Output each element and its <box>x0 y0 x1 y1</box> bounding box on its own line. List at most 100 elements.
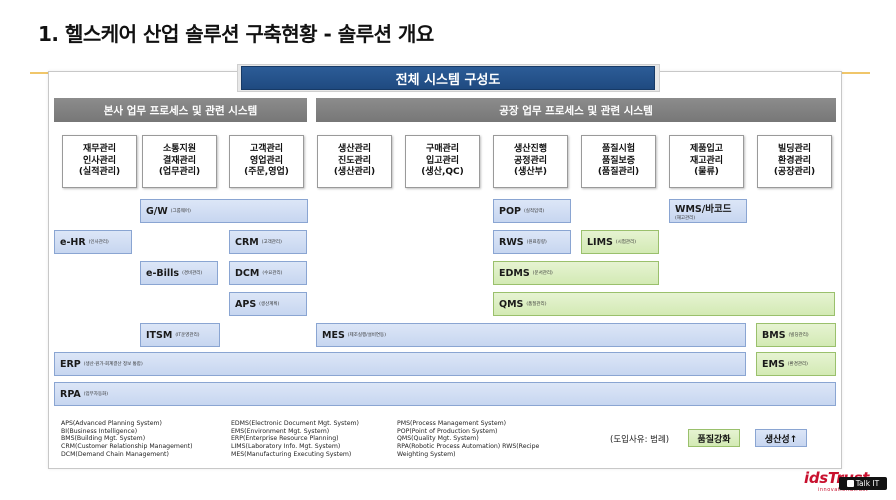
diagram-banner: 전체 시스템 구성도 <box>241 66 655 90</box>
system-desc: (고객관리) <box>261 240 282 245</box>
system-block: e-Bills(경비관리) <box>140 261 218 285</box>
category-line: 품질보증 <box>601 155 636 166</box>
system-desc: (IT운영관리) <box>175 333 200 338</box>
system-name: ERP <box>60 358 81 370</box>
system-name: ITSM <box>146 329 173 341</box>
page-title: 1. 헬스케어 산업 솔루션 구축현황 - 솔루션 개요 <box>38 22 434 46</box>
system-name: APS <box>235 298 257 310</box>
system-block: EMS(환경관리) <box>756 352 836 376</box>
category-line: 품질시험 <box>601 144 636 155</box>
system-desc: (환경관리) <box>787 362 808 367</box>
category-line: 소통지원 <box>162 144 197 155</box>
system-name: BMS <box>762 329 786 341</box>
system-desc: (경비관리) <box>182 271 203 276</box>
system-desc: (인사관리) <box>88 240 109 245</box>
category-line: 재고관리 <box>689 155 724 166</box>
system-name: e-HR <box>60 236 86 248</box>
category-line: 진도관리 <box>337 155 372 166</box>
system-name: EDMS <box>499 267 530 279</box>
category-line: (품질관리) <box>597 167 640 178</box>
category-line: (생산,QC) <box>421 167 464 178</box>
glossary-entry: BMS(Building Mgt. System) <box>61 435 146 443</box>
system-desc: (그룹웨어) <box>170 209 191 214</box>
category-line: 결재관리 <box>162 155 197 166</box>
system-block: e-HR(인사관리) <box>54 230 132 254</box>
legend-label: (도입사유: 범례) <box>610 435 670 445</box>
system-name: MES <box>322 329 345 341</box>
glossary-col-3: PMS(Process Management System) POP(Point… <box>397 420 539 459</box>
legend-productivity: 생산성↑ <box>755 429 807 447</box>
system-name: CRM <box>235 236 259 248</box>
system-block: RWS(원료칭량) <box>493 230 571 254</box>
glossary-entry: DCM(Demand Chain Management) <box>61 450 169 458</box>
category-line: (주문,영업) <box>244 167 289 178</box>
system-block: ERP(생산·원가·회계결산 정보 통합) <box>54 352 746 376</box>
category-line: 제품입고 <box>689 144 724 155</box>
glossary-entry: EMS(Environment Mgt. System) <box>231 427 330 435</box>
system-block: CRM(고객관리) <box>229 230 307 254</box>
category-line: 인사관리 <box>82 155 117 166</box>
system-desc: (생산·원가·회계결산 정보 통합) <box>83 362 143 367</box>
system-desc: (문서관리) <box>532 271 553 276</box>
system-block: G/W(그룹웨어) <box>140 199 308 223</box>
glossary-entry: Weighting System) <box>397 450 456 458</box>
glossary-entry: CRM(Customer Relationship Management) <box>61 443 193 451</box>
glossary-entry: RPA(Robotic Process Automation) RWS(Reci… <box>397 443 540 451</box>
system-block: ITSM(IT운영관리) <box>140 323 220 347</box>
system-block: APS(생산계획) <box>229 292 307 316</box>
system-block: DCM(수요관리) <box>229 261 307 285</box>
legend-quality: 품질강화 <box>688 429 740 447</box>
category-line: 영업관리 <box>249 155 284 166</box>
category-line: 환경관리 <box>777 155 812 166</box>
talk-it-badge: Talk IT <box>839 477 887 490</box>
system-block: BMS(빌딩관리) <box>756 323 836 347</box>
system-name: DCM <box>235 267 260 279</box>
glossary-entry: QMS(Quality Mgt. System) <box>397 435 479 443</box>
system-block: WMS/바코드(재고관리) <box>669 199 747 223</box>
system-desc: (제조실행/설비연동) <box>347 333 386 338</box>
glossary-col-2: EDMS(Electronic Document Mgt. System) EM… <box>231 420 359 459</box>
category-line: 입고관리 <box>425 155 460 166</box>
glossary-entry: BI(Business Intelligence) <box>61 427 138 435</box>
system-block: LIMS(시험관리) <box>581 230 659 254</box>
logo-tagline: innovation&trust <box>818 487 869 493</box>
system-desc: (시험관리) <box>615 240 636 245</box>
play-icon <box>846 480 854 487</box>
glossary-col-1: APS(Advanced Planning System) BI(Busines… <box>61 420 193 459</box>
system-name: RWS <box>499 236 524 248</box>
system-block: MES(제조실행/설비연동) <box>316 323 746 347</box>
system-desc: (빌딩관리) <box>788 333 809 338</box>
system-block: EDMS(문서관리) <box>493 261 659 285</box>
category-line: 구매관리 <box>425 144 460 155</box>
glossary-entry: EDMS(Electronic Document Mgt. System) <box>231 420 359 427</box>
category-line: 생산진행 <box>513 144 548 155</box>
system-desc: (수요관리) <box>262 271 283 276</box>
system-name: RPA <box>60 388 81 400</box>
glossary-entry: MES(Manufacturing Executing System) <box>231 450 352 458</box>
system-desc: (재고관리) <box>675 216 696 221</box>
system-block: POP(실적입력) <box>493 199 571 223</box>
system-name: POP <box>499 205 522 217</box>
category-line: 재무관리 <box>82 144 117 155</box>
system-name: QMS <box>499 298 524 310</box>
category-line: (생산관리) <box>333 167 376 178</box>
category-line: (공장관리) <box>773 167 816 178</box>
system-desc: (업무자동화) <box>83 392 108 397</box>
glossary-entry: APS(Advanced Planning System) <box>61 420 162 427</box>
category-line: (생산부) <box>513 167 548 178</box>
system-desc: (실적입력) <box>524 209 545 214</box>
category-line: 생산관리 <box>337 144 372 155</box>
section-factory: 공장 업무 프로세스 및 관련 시스템 <box>316 98 836 122</box>
section-hq: 본사 업무 프로세스 및 관련 시스템 <box>54 98 307 122</box>
category-line: 공정관리 <box>513 155 548 166</box>
glossary-entry: POP(Point of Production System) <box>397 427 498 435</box>
